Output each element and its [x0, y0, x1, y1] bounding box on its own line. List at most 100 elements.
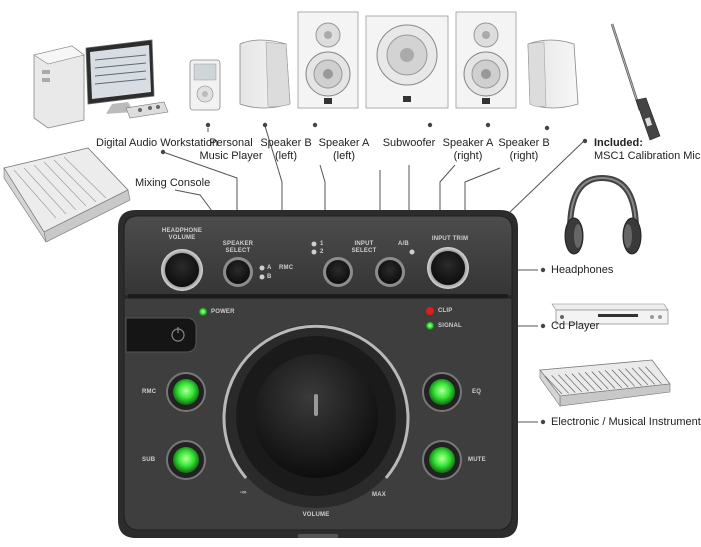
rmc-button[interactable] — [166, 372, 206, 412]
monitor-icon — [85, 39, 155, 114]
label-calibration-mic: Included: MSC1 Calibration Mic — [594, 137, 700, 163]
music-player-icon — [189, 59, 221, 111]
label-instrument: Electronic / Musical Instrument — [551, 416, 701, 428]
panel-headphone-volume-line1: HEADPHONE — [161, 228, 203, 234]
label-speaker-b-right: Speaker B (right) — [498, 137, 549, 163]
keyboard-key-line — [611, 369, 629, 388]
panel-speaker-select-line1: SPEAKER — [222, 241, 254, 247]
eq-button[interactable] — [422, 372, 462, 412]
label-speaker-a-left-line2: (left) — [332, 150, 355, 162]
speaker-b-indicator-icon — [259, 274, 265, 280]
input-trim-knob[interactable] — [427, 247, 469, 289]
headphone-volume-knob[interactable] — [161, 249, 203, 291]
panel-input-trim: INPUT TRIM — [431, 236, 469, 242]
input-ab-indicator-icon — [409, 249, 415, 255]
panel-speaker-opt-a: A — [267, 265, 272, 271]
label-speaker-b-left-line2: (left) — [275, 150, 297, 162]
cd-player-icon — [551, 303, 669, 325]
clip-led — [426, 307, 434, 315]
label-daw: Digital Audio Workstation — [96, 137, 219, 149]
keyboard-key-line — [625, 368, 642, 386]
label-music-player-line1: Personal — [209, 137, 253, 149]
label-speaker-a-right: Speaker A (right) — [443, 137, 494, 163]
sub-button[interactable] — [166, 440, 206, 480]
keyboard-key-line — [591, 371, 609, 390]
label-music-player-line2: Music Player — [199, 150, 263, 162]
panel-input-opt-2: 2 — [320, 249, 324, 255]
panel-volume-max: MAX — [372, 492, 386, 498]
label-speaker-b-left-line1: Speaker B — [260, 137, 312, 149]
panel-signal-label: SIGNAL — [438, 323, 462, 329]
label-speaker-a-left-line1: Speaker A — [318, 137, 370, 149]
connector-lines — [162, 125, 586, 423]
mixing-console-icon — [3, 147, 131, 243]
calibration-mic-icon — [610, 23, 661, 141]
daw-controller-icon — [125, 101, 169, 119]
speaker-a-left-icon — [297, 11, 359, 109]
power-led — [199, 308, 207, 316]
input-select-button-1[interactable] — [323, 257, 353, 287]
panel-clip-label: CLIP — [438, 308, 453, 314]
panel-speaker-select-line2: SELECT — [225, 248, 251, 254]
panel-input-select: INPUT SELECT — [352, 241, 377, 255]
panel-eq-button-label: EQ — [472, 389, 482, 395]
label-subwoofer: Subwoofer — [382, 137, 436, 149]
panel-input-select-line1: INPUT — [354, 241, 374, 247]
panel-sub-button-label: SUB — [142, 457, 156, 463]
label-speaker-a-left: Speaker A (left) — [319, 137, 370, 163]
headphones-icon — [564, 174, 642, 255]
label-mixing-console: Mixing Console — [135, 177, 211, 189]
keyboard-key-line — [544, 375, 563, 395]
panel-speaker-opt-b: B — [267, 274, 272, 280]
keyboard-key-line — [598, 370, 616, 389]
speaker-a-right-icon — [455, 11, 517, 109]
input-1-indicator-icon — [311, 241, 317, 247]
panel-headphone-volume-line2: VOLUME — [168, 235, 196, 241]
panel-rmc-label: RMC — [279, 265, 294, 271]
panel-input-opt-1: 1 — [320, 241, 324, 247]
power-button[interactable] — [125, 317, 197, 353]
keyboard-key-line — [571, 373, 589, 392]
input-2-indicator-icon — [311, 249, 317, 255]
label-included: Included: — [594, 137, 643, 149]
panel-power-label: POWER — [211, 309, 235, 315]
mute-button[interactable] — [422, 440, 462, 480]
panel-volume-label: VOLUME — [302, 512, 330, 518]
label-headphones: Headphones — [551, 264, 614, 276]
panel-input-select-line2: SELECT — [351, 248, 377, 254]
input-select-button-2[interactable] — [375, 257, 405, 287]
speaker-select-button[interactable] — [223, 257, 253, 287]
speaker-a-indicator-icon — [259, 265, 265, 271]
panel-headphone-volume: HEADPHONE VOLUME — [162, 228, 202, 242]
keyboard-key-line — [618, 368, 636, 387]
computer-tower-icon — [33, 45, 85, 129]
speaker-b-right-icon — [527, 39, 579, 109]
panel-volume-min: -∞ — [240, 490, 247, 496]
panel-input-opt-ab: A/B — [398, 241, 409, 247]
label-cd-player: Cd Player — [551, 320, 600, 332]
keyboard-key-line — [631, 367, 649, 386]
label-speaker-b-right-line1: Speaker B — [498, 137, 550, 149]
label-calibration-mic-text: MSC1 Calibration Mic — [594, 150, 701, 162]
keyboard-key-line — [558, 374, 576, 393]
label-speaker-a-right-line2: (right) — [453, 150, 483, 162]
connector-dots — [160, 122, 588, 425]
subwoofer-icon — [365, 15, 449, 109]
label-speaker-b-left: Speaker B (left) — [260, 137, 311, 163]
label-speaker-a-right-line1: Speaker A — [442, 137, 494, 149]
keyboard-key-line — [604, 370, 622, 389]
label-speaker-b-right-line2: (right) — [509, 150, 539, 162]
keyboard-key-line — [584, 372, 602, 391]
signal-led — [426, 322, 434, 330]
keyboard-key-line — [551, 375, 569, 394]
keyboard-key-line — [564, 373, 583, 393]
keyboard-instrument-icon — [539, 359, 671, 407]
master-volume-knob[interactable] — [222, 324, 410, 508]
panel-speaker-select: SPEAKER SELECT — [223, 241, 253, 255]
panel-rmc-button-label: RMC — [142, 389, 157, 395]
panel-mute-button-label: MUTE — [468, 457, 486, 463]
keyboard-key-line — [578, 372, 596, 391]
keyboard-key-line — [645, 366, 662, 384]
keyboard-key-line — [638, 367, 655, 385]
label-music-player: Personal Music Player — [200, 137, 263, 163]
